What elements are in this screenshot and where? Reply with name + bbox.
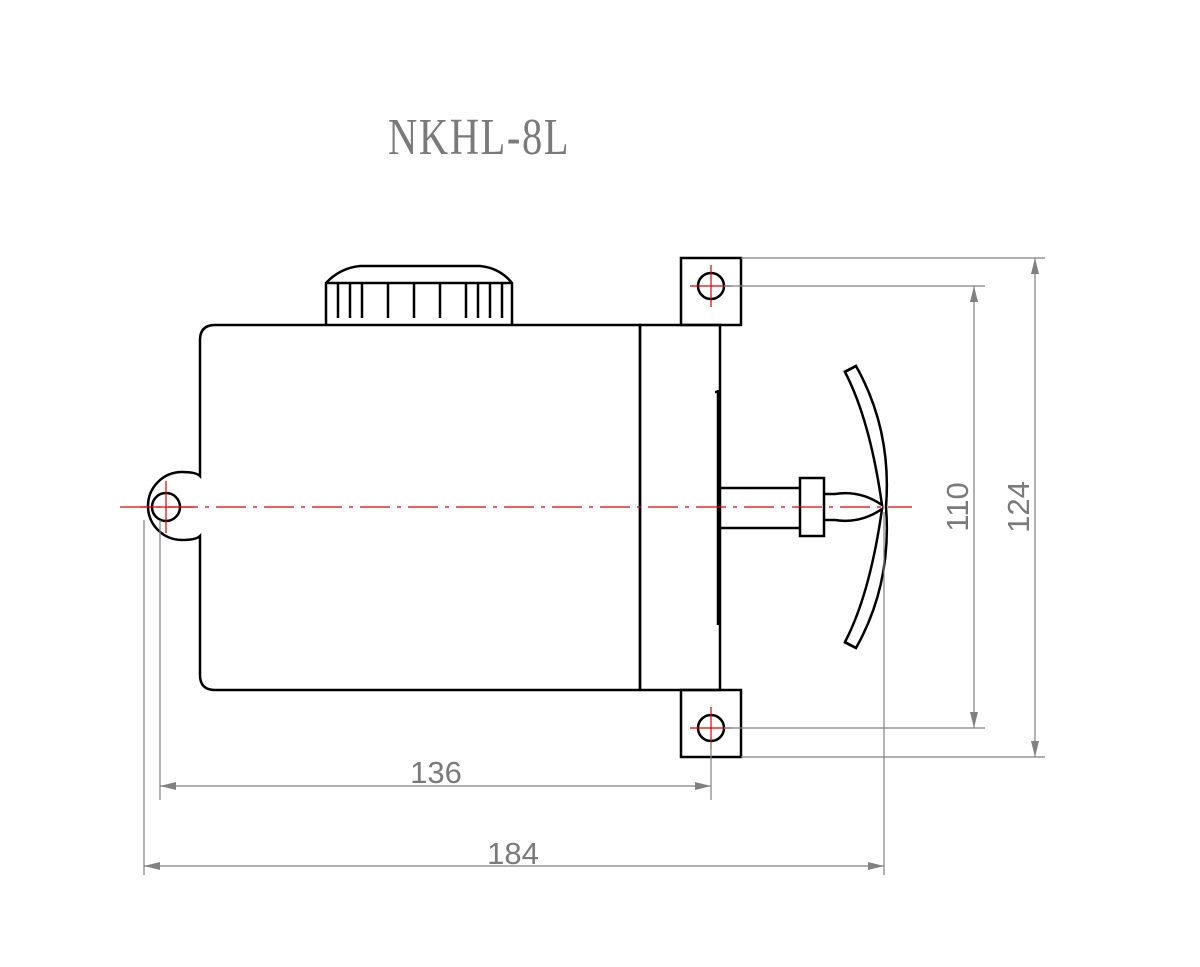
- dimension-lines: [143, 257, 1045, 875]
- knurled-cap: [324, 264, 514, 325]
- dim-label-136: 136: [410, 755, 462, 790]
- t-handle: [720, 364, 889, 650]
- dim-label-124: 124: [1001, 481, 1036, 533]
- dim-label-184: 184: [487, 836, 539, 871]
- centerlines: [120, 265, 912, 749]
- drawing-title: NKHL-8L: [388, 109, 571, 166]
- dim-label-110: 110: [940, 482, 975, 531]
